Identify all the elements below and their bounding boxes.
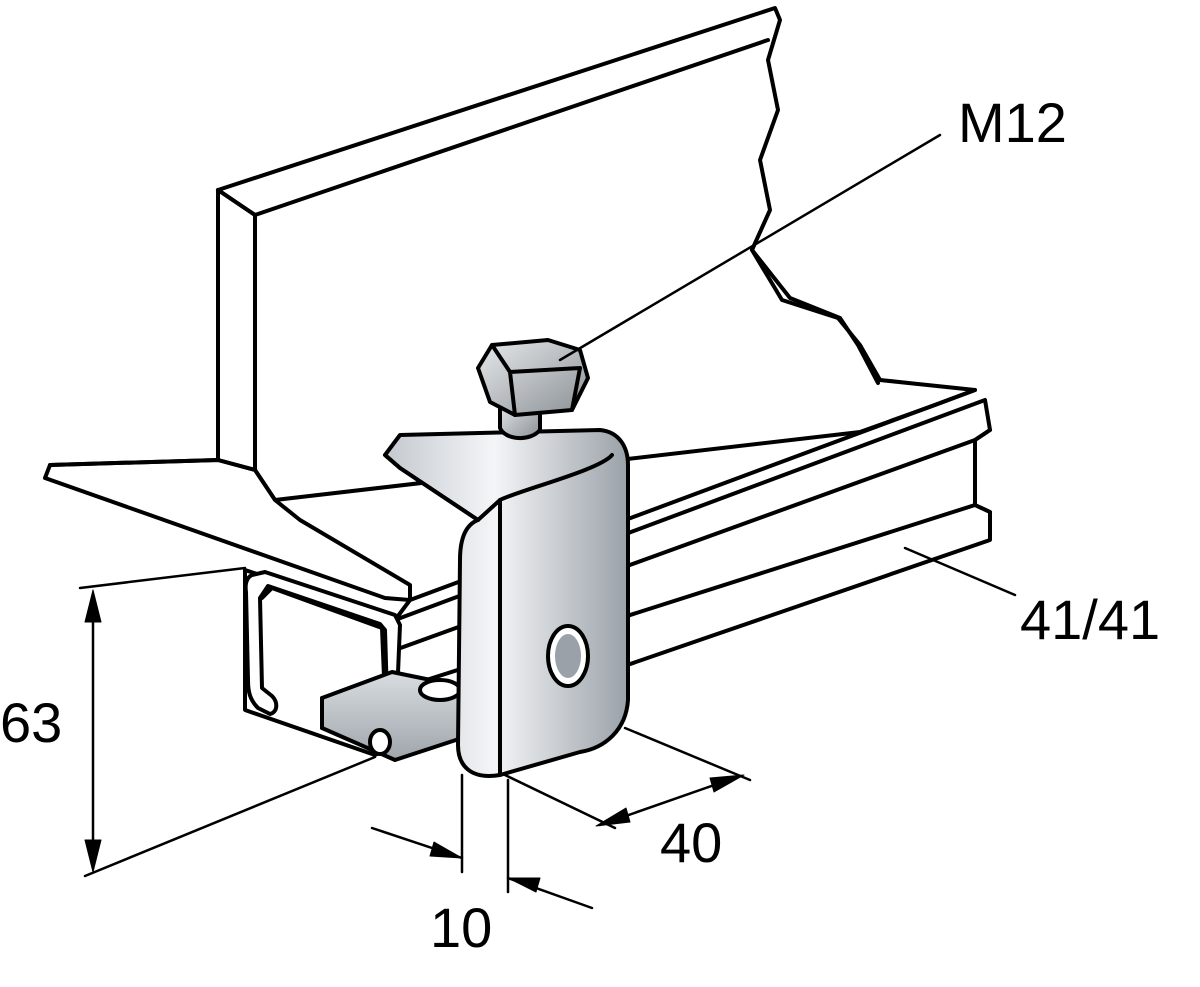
- beam-clamp: [383, 428, 630, 778]
- nut-hole: [418, 678, 462, 702]
- channel-size-label: 41/41: [1020, 588, 1161, 651]
- strut-channel-top-edge: [393, 388, 977, 622]
- beam-web: [216, 6, 977, 502]
- dim-40-ext-left: [503, 773, 617, 830]
- leader-channel: [903, 546, 1017, 597]
- thickness-dimension-label: 10: [430, 896, 493, 959]
- dim-10-arrow-left: [429, 841, 463, 859]
- beam-flange-edge: [48, 458, 257, 472]
- dim-63-ext-top: [78, 566, 247, 590]
- dim-63-arrow-bottom: [84, 839, 102, 873]
- beam-web-edge: [216, 188, 257, 472]
- nut-end-roll: [368, 728, 392, 756]
- leader-bolt: [558, 133, 942, 362]
- beam-break-line: [750, 248, 880, 385]
- bolt-size-label: M12: [958, 91, 1067, 154]
- dim-63-ext-bottom: [83, 755, 377, 878]
- width-dimension-label: 40: [660, 811, 723, 874]
- dim-40-arrow-right: [709, 774, 745, 793]
- strut-channel-lip: [973, 428, 992, 514]
- dim-10-arrow-right: [507, 877, 541, 893]
- dim-40-arrow-left: [595, 807, 631, 827]
- beam-web-top-face: [253, 38, 770, 217]
- clamp-top-lip: [383, 453, 614, 522]
- dim-40-ext-right: [623, 726, 752, 782]
- dim-63-arrow-top: [84, 589, 102, 623]
- height-dimension-label: 63: [0, 691, 63, 754]
